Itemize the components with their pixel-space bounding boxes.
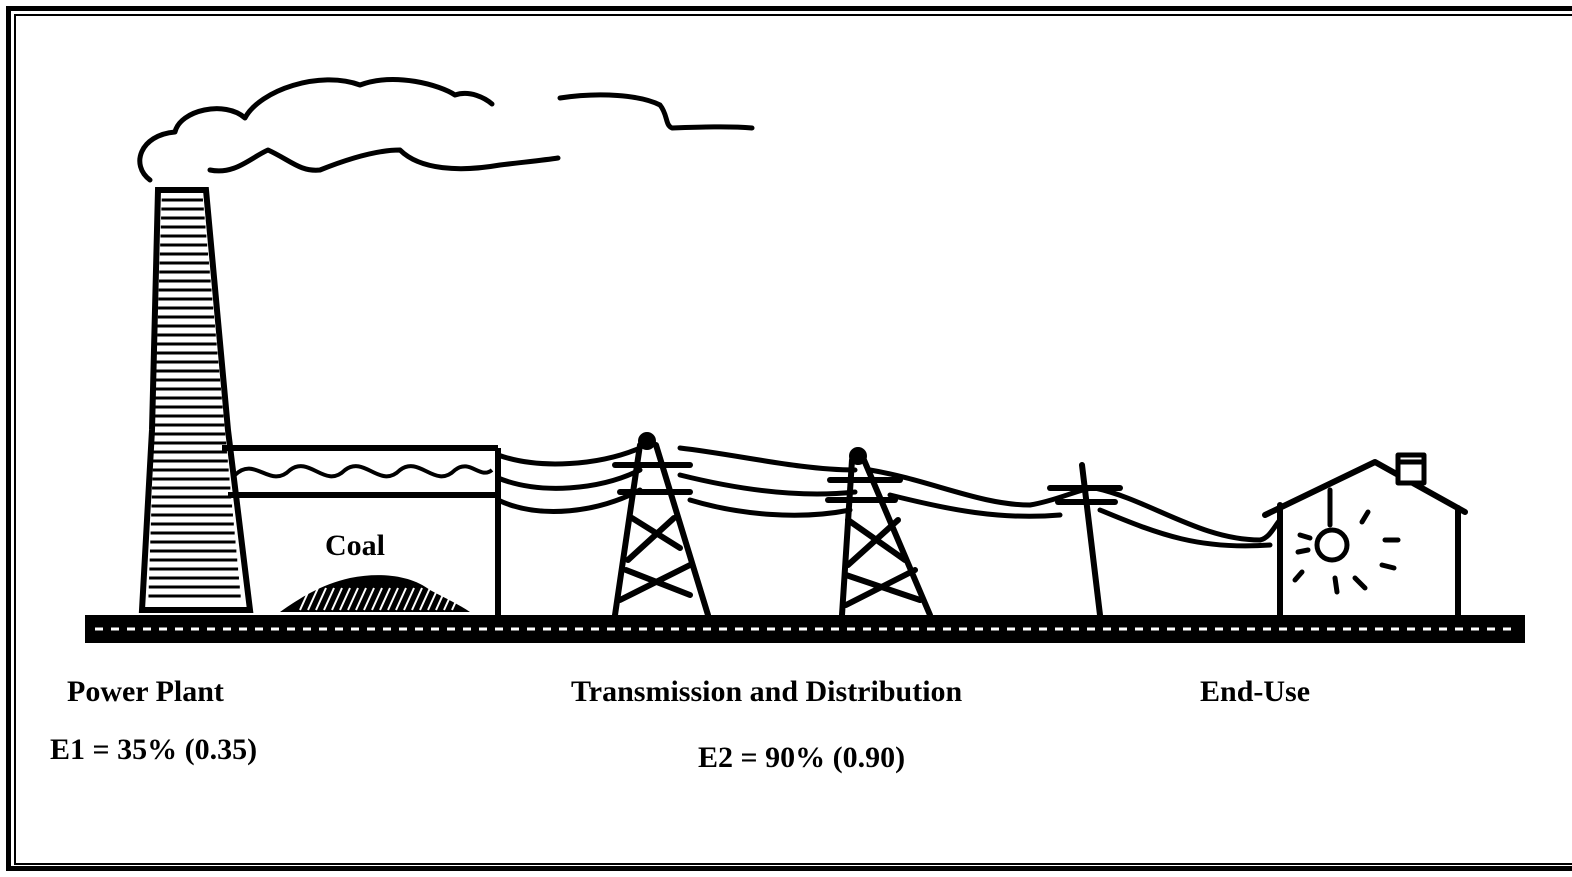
coal-label: Coal: [325, 529, 385, 562]
coal-hatch-line: [331, 587, 343, 611]
coal-hatch-line: [299, 587, 311, 611]
inner-border: [14, 14, 1572, 865]
coal-hatch-line: [387, 587, 399, 611]
coal-hatch-line: [451, 587, 463, 611]
coal-hatch-line: [371, 587, 383, 611]
utility-pole: [1047, 462, 1123, 618]
transmission-tower-2: [825, 447, 933, 618]
coal-hatch-line: [403, 587, 415, 611]
coal-hatch-line: [363, 587, 375, 611]
light-bulb-icon: [1292, 487, 1401, 595]
outer-border: [6, 6, 1572, 871]
coal-hatch-line: [395, 587, 407, 611]
end-use-label: End-Use: [1200, 675, 1311, 708]
transmission-label: Transmission and Distribution: [571, 675, 963, 708]
coal-hatch-line: [443, 587, 455, 611]
coal-hatch-line: [307, 587, 319, 611]
coal-hatch-line: [355, 587, 367, 611]
e1-efficiency-label: E1 = 35% (0.35): [50, 733, 258, 766]
coal-hatch-line: [435, 587, 447, 611]
power-plant-label: Power Plant: [67, 675, 224, 708]
transmission-tower-1: [612, 432, 711, 618]
coal-hatch-line: [323, 587, 335, 611]
smoke-cloud: [137, 77, 755, 183]
chimney: [138, 187, 254, 613]
coal-hatch-line: [347, 587, 359, 611]
coal-hatch-line: [339, 587, 351, 611]
house: [1262, 452, 1468, 618]
power-lines: [495, 445, 1283, 549]
coal-hatch-line: [379, 587, 391, 611]
coal-hatch-line: [419, 587, 431, 611]
coal-pile: [280, 575, 470, 612]
e2-efficiency-label: E2 = 90% (0.90): [698, 741, 906, 774]
coal-hatch-line: [411, 587, 423, 611]
ground-strip: [85, 615, 1525, 643]
coal-hatch-line: [427, 587, 439, 611]
coal-hatch-line: [315, 587, 327, 611]
